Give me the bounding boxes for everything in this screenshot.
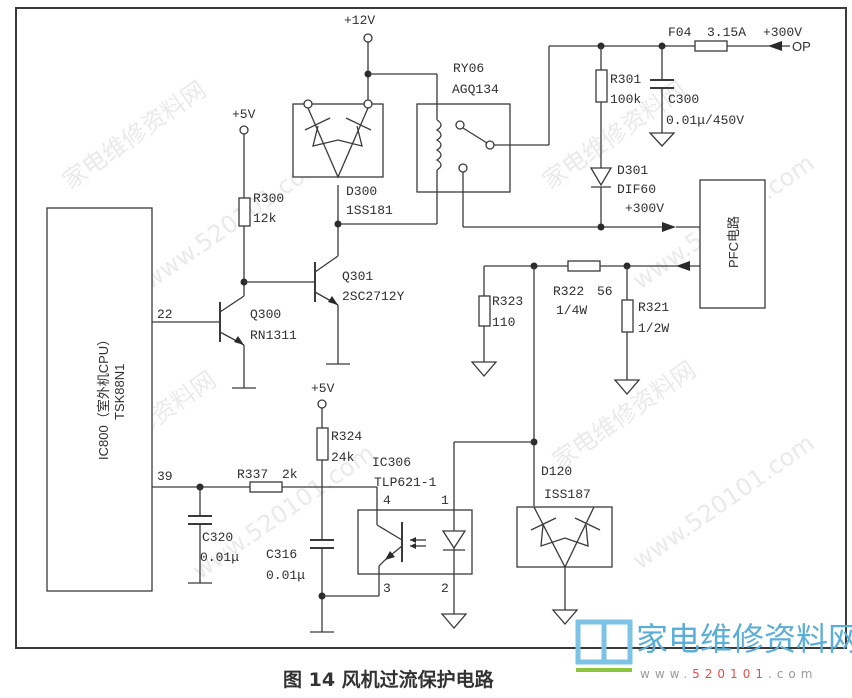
c300-ref: C300 — [668, 92, 699, 107]
ry06-value: AGQ134 — [452, 82, 499, 97]
r301-ref: R301 — [610, 72, 641, 87]
ground-symbol — [648, 132, 676, 147]
resistor-r324 — [316, 427, 329, 461]
fuse-f04 — [694, 40, 728, 52]
r337-value: 2k — [282, 467, 298, 482]
ground-symbol — [613, 379, 641, 395]
ic306-pin3: 3 — [383, 581, 391, 596]
logo-url: www.520101.com — [640, 667, 817, 681]
d120-value: ISS187 — [544, 487, 591, 502]
r301-value: 100k — [610, 92, 641, 107]
v12-label: +12V — [344, 13, 375, 28]
r324-value: 24k — [331, 450, 355, 465]
resistor-r301 — [595, 69, 608, 103]
terminal-12v — [363, 33, 373, 43]
f04-value: 3.15A — [707, 25, 746, 40]
resistor-r321 — [621, 299, 634, 333]
watermark-text: 家电维修资料网 — [547, 356, 701, 475]
watermark-url: www.520101.com — [627, 429, 819, 575]
v300-in-label: +300V — [763, 25, 802, 40]
f04-ref: F04 — [668, 25, 692, 40]
d300-value: 1SS181 — [346, 203, 393, 218]
q300-ref: Q300 — [250, 307, 281, 322]
r300-ref: R300 — [253, 191, 284, 206]
c316-ref: C316 — [266, 547, 297, 562]
logo-text: 家电维修资料网 — [636, 620, 852, 658]
q301-ref: Q301 — [342, 269, 373, 284]
r322-ref: R322 — [553, 284, 584, 299]
q300-value: RN1311 — [250, 328, 297, 343]
ground-symbol — [551, 609, 579, 625]
r322-value: 56 — [597, 284, 613, 299]
c300-value: 0.01μ/450V — [666, 113, 744, 128]
ic306-ref: IC306 — [372, 455, 411, 470]
resistor-r323 — [478, 295, 491, 327]
v300-out-label: +300V — [625, 201, 664, 216]
r323-ref: R323 — [492, 294, 523, 309]
figure-caption: 图 14 风机过流保护电路 — [283, 668, 495, 691]
ic306-pin4: 4 — [383, 493, 391, 508]
ic800-pin39: 39 — [157, 469, 173, 484]
ground-symbol — [470, 361, 498, 377]
ic800-part: TSK88N1 — [112, 364, 127, 420]
c316-value: 0.01μ — [266, 568, 305, 583]
op-label: OP — [792, 39, 811, 54]
resistor-r300 — [238, 197, 251, 227]
ic800-block — [46, 207, 153, 592]
ic800-pin22: 22 — [157, 307, 173, 322]
r323-value: 110 — [492, 315, 515, 330]
transistor-q300 — [219, 295, 256, 389]
d301-value: DIF60 — [617, 182, 656, 197]
diode-d120 — [516, 506, 613, 568]
r300-value: 12k — [253, 211, 277, 226]
site-logo: 家电维修资料网 www.520101.com — [575, 619, 852, 681]
ic306-value: TLP621-1 — [374, 475, 437, 490]
r322-power: 1/4W — [556, 303, 587, 318]
ic306-pin2: 2 — [441, 581, 449, 596]
terminal-5v — [239, 125, 249, 135]
r321-value: 1/2W — [638, 321, 669, 336]
diagram-frame — [15, 7, 847, 649]
v5-bottom-label: +5V — [311, 381, 335, 396]
ic306-pin1: 1 — [441, 493, 449, 508]
r324-ref: R324 — [331, 429, 362, 444]
d300-ref: D300 — [346, 184, 377, 199]
d301-ref: D301 — [617, 163, 648, 178]
r337-ref: R337 — [237, 467, 268, 482]
r321-ref: R321 — [638, 300, 669, 315]
pfc-block — [699, 179, 766, 309]
watermark-text: 家电维修资料网 — [57, 76, 211, 195]
c320-value: 0.01μ — [200, 550, 239, 565]
resistor-r322 — [567, 260, 601, 272]
resistor-r337 — [249, 481, 283, 493]
pfc-label: PFC电路 — [726, 216, 741, 268]
q301-value: 2SC2712Y — [342, 289, 405, 304]
v5-top-label: +5V — [232, 107, 256, 122]
ry06-ref: RY06 — [453, 61, 484, 76]
ic800-label: IC800（室外机CPU） — [96, 333, 111, 460]
diode-d301 — [589, 167, 613, 187]
ground-symbol — [440, 613, 468, 629]
terminal-5v — [317, 399, 327, 409]
c320-ref: C320 — [202, 530, 233, 545]
d120-ref: D120 — [541, 464, 572, 479]
transistor-q301 — [314, 255, 350, 365]
